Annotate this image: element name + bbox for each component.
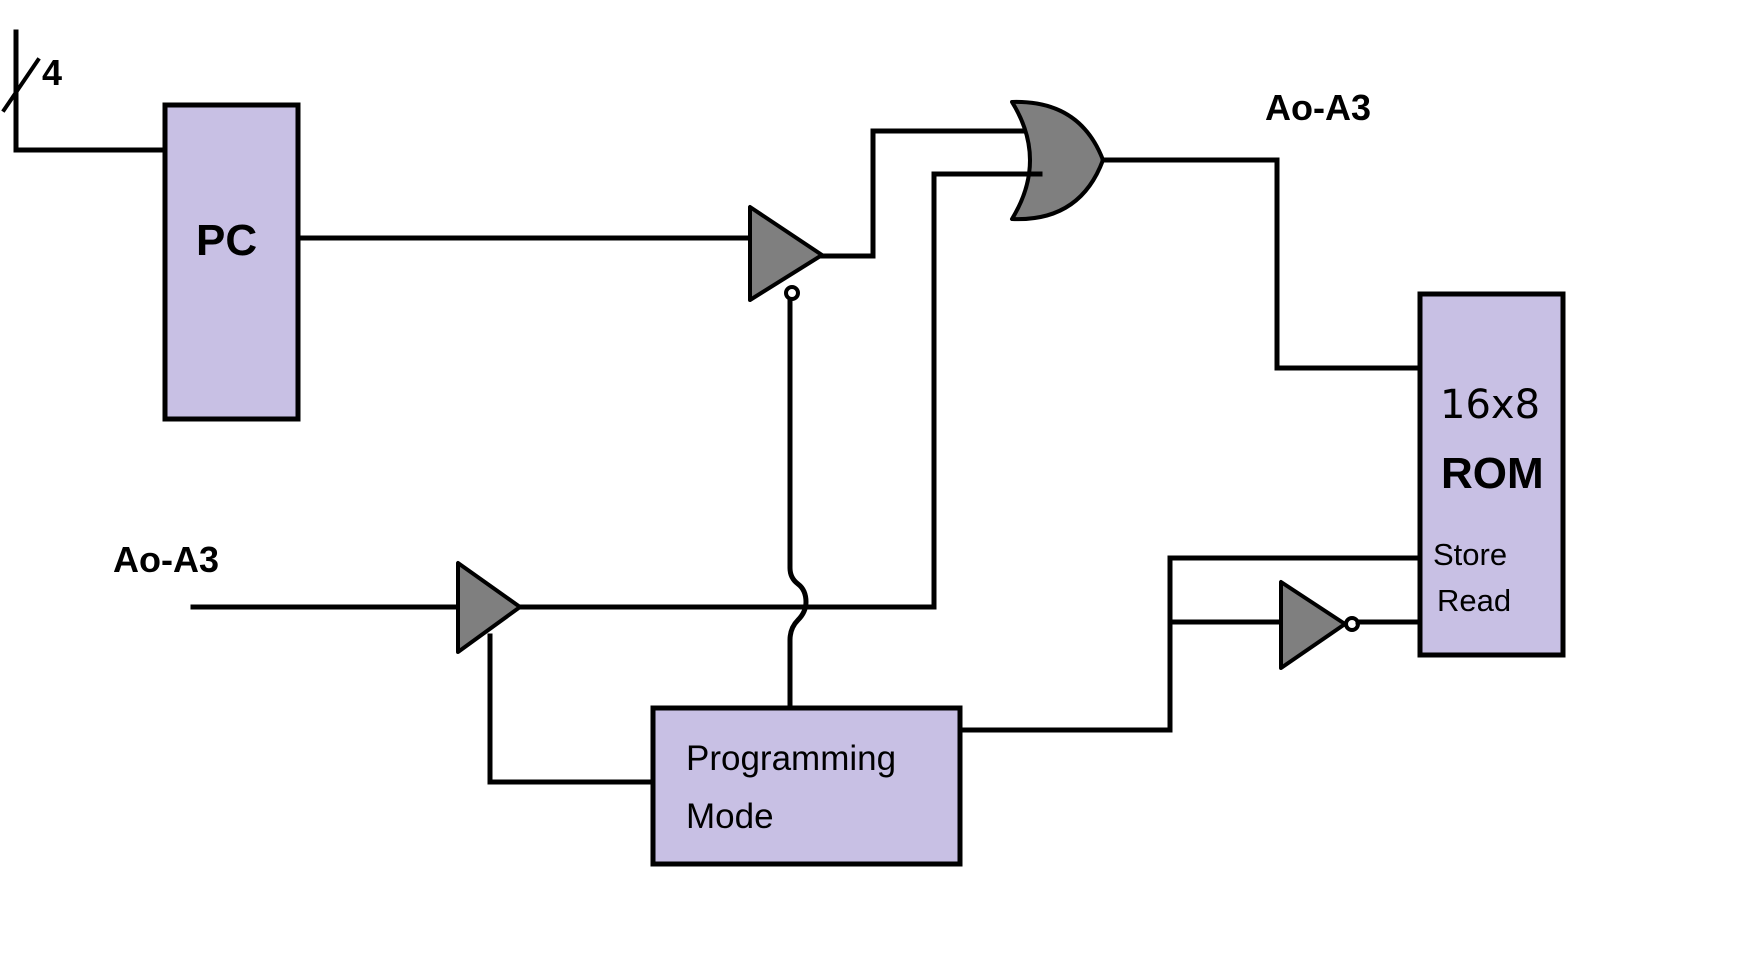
output-address-label: Ao-A3 <box>1265 87 1371 128</box>
upper-buffer-to-or-wire <box>819 128 1043 259</box>
prog-to-lower-enable-wire <box>487 633 656 785</box>
inverter-gate <box>1279 580 1347 670</box>
programming-mode-line2: Mode <box>686 797 774 836</box>
rom-size-label: 16x8 <box>1440 382 1540 428</box>
upper-buffer-enable-bubble <box>784 285 800 301</box>
rom-store-label: Store <box>1433 537 1507 572</box>
or-to-rom-wire <box>1100 157 1423 371</box>
lower-buffer-gate <box>456 561 522 654</box>
programming-mode-block <box>650 705 963 867</box>
upper-buffer-gate <box>748 205 824 302</box>
pc-label: PC <box>196 216 257 265</box>
rom-type-label: ROM <box>1441 449 1544 498</box>
rom-read-label: Read <box>1437 583 1511 618</box>
prog-to-rom-wire <box>957 555 1423 733</box>
bus-width-label: 4 <box>42 52 62 93</box>
rom-block <box>1417 291 1566 658</box>
or-gate <box>1010 99 1105 222</box>
pc-block <box>162 102 301 422</box>
programming-mode-line1: Programming <box>686 739 896 778</box>
bus-input-wire <box>1 29 168 153</box>
lower-buffer-to-or-wire <box>517 171 1043 610</box>
input-address-label: Ao-A3 <box>113 539 219 580</box>
prog-to-upper-enable-wire <box>787 297 809 706</box>
